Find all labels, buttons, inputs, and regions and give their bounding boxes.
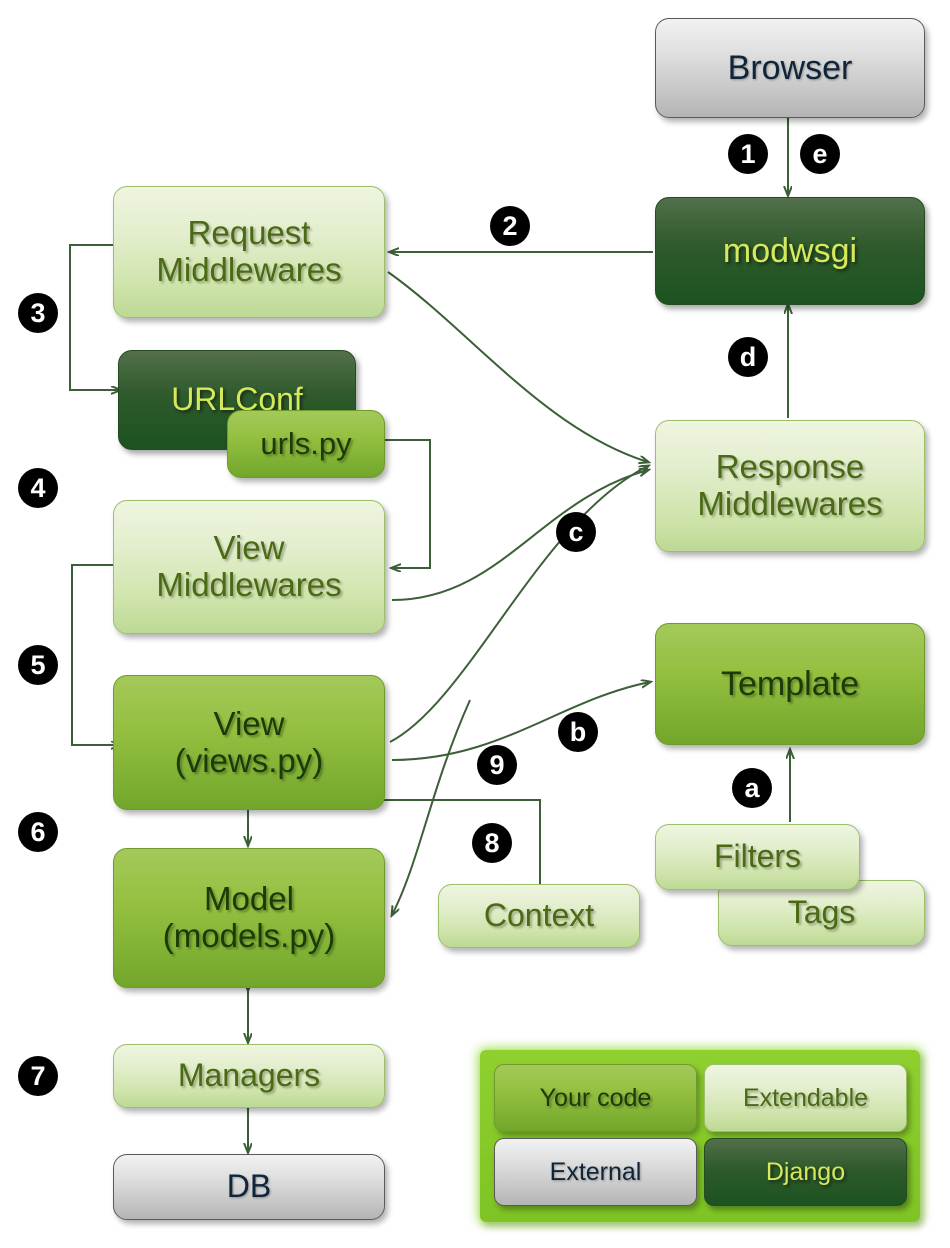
node-modwsgi[interactable]: modwsgi (655, 197, 925, 305)
marker-1: 1 (728, 134, 768, 174)
legend-django: Django (704, 1138, 907, 1206)
marker-9-label: 9 (489, 749, 505, 780)
legend-panel: Your code Extendable External Django (480, 1050, 920, 1222)
marker-e: e (800, 134, 840, 174)
legend-your-code: Your code (494, 1064, 697, 1132)
marker-a-label: a (744, 772, 760, 803)
node-modwsgi-label: modwsgi (722, 231, 858, 270)
legend-external: External (494, 1138, 697, 1206)
node-response-middlewares[interactable]: Response Middlewares (655, 420, 925, 552)
marker-4: 4 (18, 468, 58, 508)
marker-7-label: 7 (30, 1060, 46, 1091)
node-model[interactable]: Model (models.py) (113, 848, 385, 988)
node-view-middlewares-label: View Middlewares (156, 529, 342, 603)
legend-external-label: External (549, 1157, 642, 1186)
node-view[interactable]: View (views.py) (113, 675, 385, 810)
marker-7: 7 (18, 1056, 58, 1096)
node-db[interactable]: DB (113, 1154, 385, 1220)
node-context-label: Context (483, 897, 595, 934)
node-managers[interactable]: Managers (113, 1044, 385, 1108)
marker-4-label: 4 (30, 472, 46, 503)
node-view-middlewares[interactable]: View Middlewares (113, 500, 385, 634)
marker-5-label: 5 (30, 649, 46, 680)
node-filters-label: Filters (713, 838, 802, 875)
legend-your-code-label: Your code (539, 1083, 652, 1112)
node-template[interactable]: Template (655, 623, 925, 745)
marker-a: a (732, 768, 772, 808)
marker-d-label: d (739, 341, 757, 372)
marker-6: 6 (18, 812, 58, 852)
marker-b: b (558, 712, 598, 752)
node-model-label: Model (models.py) (162, 880, 336, 954)
marker-3-label: 3 (30, 297, 46, 328)
legend-extendable: Extendable (704, 1064, 907, 1132)
node-browser-label: Browser (727, 48, 853, 87)
node-tags-label: Tags (787, 894, 856, 931)
marker-e-label: e (812, 138, 828, 169)
node-view-label: View (views.py) (174, 704, 324, 779)
marker-c-label: c (568, 516, 584, 547)
legend-django-label: Django (765, 1157, 846, 1186)
marker-1-label: 1 (740, 138, 756, 169)
node-request-middlewares[interactable]: Request Middlewares (113, 186, 385, 318)
node-context[interactable]: Context (438, 884, 640, 948)
marker-d: d (728, 337, 768, 377)
node-managers-label: Managers (177, 1057, 321, 1094)
node-urls-py-label: urls.py (260, 425, 352, 461)
marker-2-label: 2 (502, 210, 518, 241)
node-tags[interactable]: Tags (718, 880, 925, 946)
marker-c: c (556, 512, 596, 552)
node-filters[interactable]: Filters (655, 824, 860, 890)
node-db-label: DB (226, 1168, 272, 1205)
node-request-middlewares-label: Request Middlewares (156, 214, 342, 288)
marker-6-label: 6 (30, 816, 46, 847)
marker-3: 3 (18, 293, 58, 333)
node-template-label: Template (721, 664, 859, 703)
marker-9: 9 (477, 745, 517, 785)
marker-2: 2 (490, 206, 530, 246)
marker-5: 5 (18, 645, 58, 685)
marker-b-label: b (569, 716, 587, 747)
marker-8: 8 (472, 823, 512, 863)
node-urls-py[interactable]: urls.py (227, 410, 385, 478)
marker-8-label: 8 (484, 827, 500, 858)
node-browser[interactable]: Browser (655, 18, 925, 118)
node-response-middlewares-label: Response Middlewares (697, 448, 883, 522)
legend-extendable-label: Extendable (742, 1083, 869, 1112)
